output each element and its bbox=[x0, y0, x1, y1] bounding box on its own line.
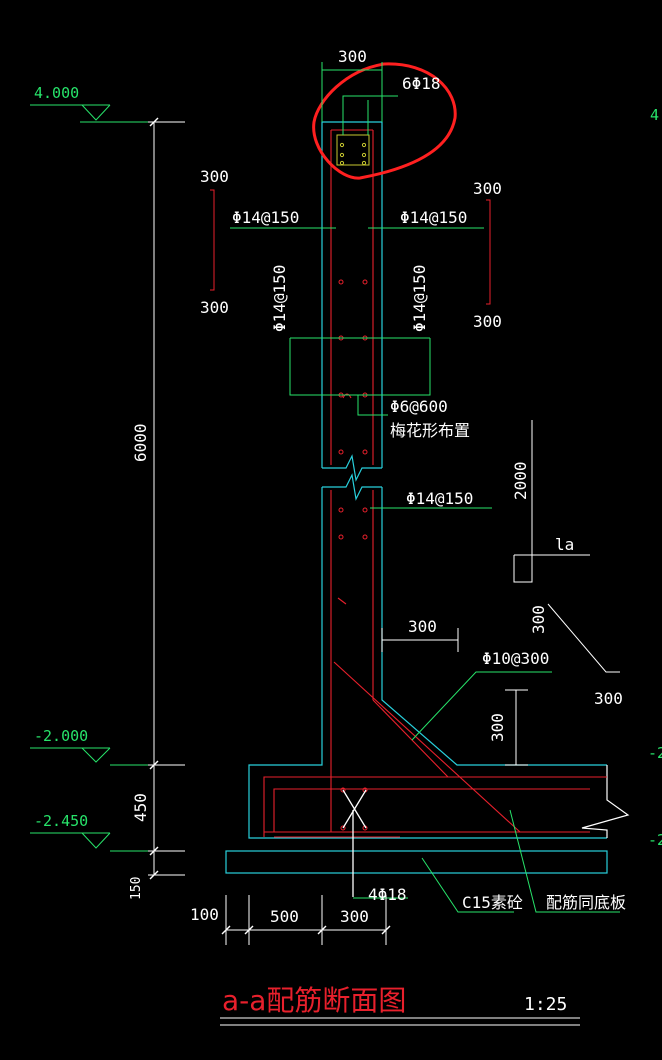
dim-overall-height: 6000 bbox=[131, 423, 150, 462]
dim-bottom-300: 300 bbox=[340, 907, 369, 926]
red-brackets bbox=[210, 189, 491, 305]
label-haunch-bars: Φ10@300 bbox=[482, 649, 549, 668]
dim-bottom-500: 500 bbox=[270, 907, 299, 926]
top-bars bbox=[336, 134, 370, 166]
label-slab-bars: 配筋同底板 bbox=[546, 893, 626, 912]
highlight-circle bbox=[312, 62, 457, 180]
label-right-vertical: Φ14@150 bbox=[410, 265, 429, 332]
label-left-vertical: Φ14@150 bbox=[270, 265, 289, 332]
dimension-ticks bbox=[149, 117, 391, 935]
label-tie-layout: 梅花形布置 bbox=[390, 421, 470, 440]
rebar-dots bbox=[338, 279, 368, 831]
dim-right-bracket-bottom: 300 bbox=[473, 312, 502, 331]
dim-wall-top-width: 300 bbox=[338, 47, 367, 66]
dim-la-slope: 300 bbox=[529, 605, 548, 634]
label-top-bars: 6Φ18 bbox=[402, 74, 441, 93]
dim-haunch-width: 300 bbox=[408, 617, 437, 636]
label-bottom-bars: 4Φ18 bbox=[368, 885, 407, 904]
drawing-title: a-a配筋断面图 bbox=[222, 984, 406, 1017]
bottom-x-bars bbox=[342, 789, 367, 897]
dim-la-right: 300 bbox=[594, 689, 623, 708]
dim-blinding-thickness: 150 bbox=[129, 877, 144, 900]
level-right-top: 4 bbox=[650, 106, 659, 124]
dim-haunch-height: 300 bbox=[488, 713, 507, 742]
level-top: 4.000 bbox=[34, 84, 79, 102]
dimension-lines bbox=[148, 121, 620, 1026]
label-right-horizontal: Φ14@150 bbox=[400, 208, 467, 227]
dim-right-bracket-top: 300 bbox=[473, 179, 502, 198]
label-lower-horizontal: Φ14@150 bbox=[406, 489, 473, 508]
dim-la-label: la bbox=[555, 535, 574, 554]
level-low: -2.450 bbox=[34, 812, 88, 830]
level-right-mid: -2 bbox=[648, 744, 662, 762]
label-tie-bars: Φ6@600 bbox=[390, 397, 448, 416]
label-blinding-concrete: C15素砼 bbox=[462, 893, 523, 912]
dim-footing-thickness: 450 bbox=[131, 793, 150, 822]
dim-left-bracket-bottom: 300 bbox=[200, 298, 229, 317]
drawing-scale: 1:25 bbox=[524, 994, 567, 1015]
label-left-horizontal: Φ14@150 bbox=[232, 208, 299, 227]
dim-left-bracket-top: 300 bbox=[200, 167, 229, 186]
dim-la-height: 2000 bbox=[511, 461, 530, 500]
rebar-lines bbox=[263, 129, 607, 838]
leader-lines bbox=[30, 62, 620, 913]
dim-bottom-100: 100 bbox=[190, 905, 219, 924]
level-right-low: -2 bbox=[648, 831, 662, 849]
level-mid: -2.000 bbox=[34, 727, 88, 745]
